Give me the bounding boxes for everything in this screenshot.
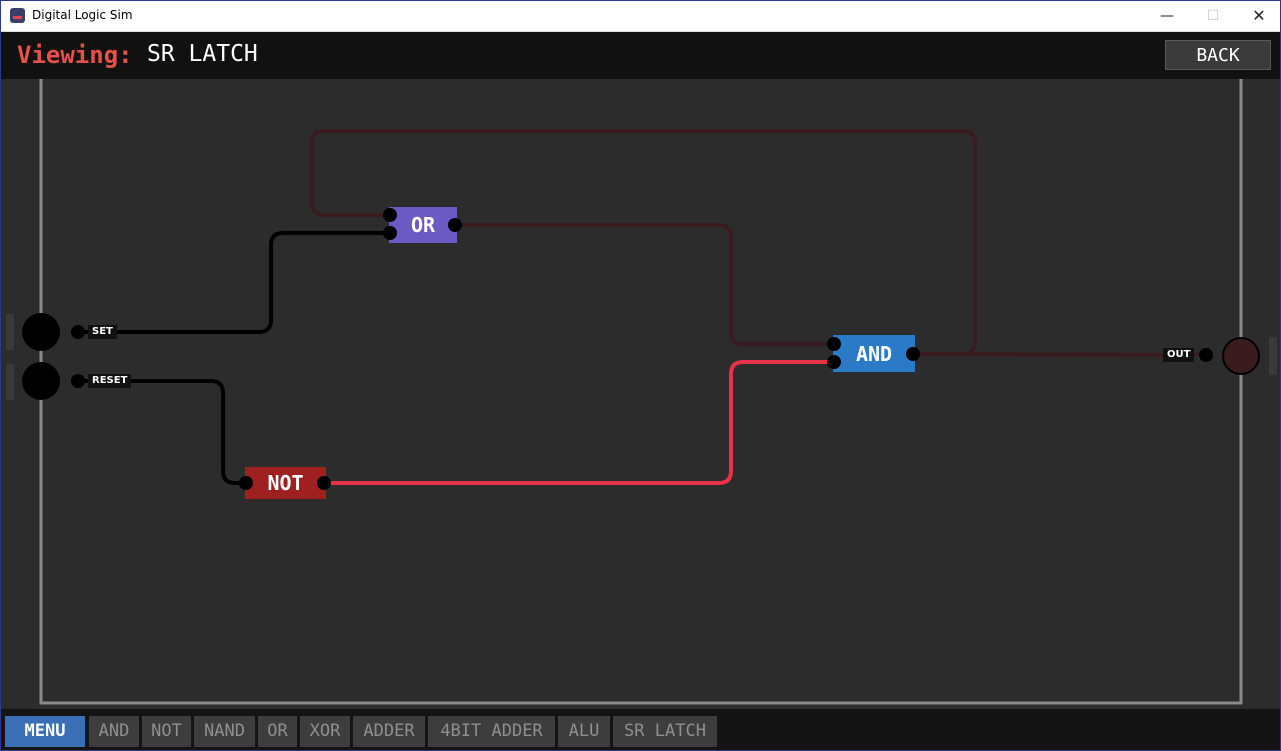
chip-button-nand[interactable]: NAND xyxy=(194,716,255,747)
output-scroll-handle[interactable] xyxy=(1269,337,1277,375)
circuit-workspace[interactable]: OR NOT AND SET RESET OUT xyxy=(1,79,1280,709)
circuit-canvas xyxy=(6,79,1277,705)
chip-button-4bit-adder[interactable]: 4BIT ADDER xyxy=(428,716,555,747)
chip-button-and[interactable]: AND xyxy=(89,716,139,747)
view-header: Viewing: SR LATCH BACK xyxy=(1,32,1280,79)
maximize-icon[interactable]: ☐ xyxy=(1206,8,1220,24)
close-icon[interactable]: ✕ xyxy=(1252,6,1266,25)
chip-button-not[interactable]: NOT xyxy=(142,716,191,747)
input-scroll-handle-2[interactable] xyxy=(6,364,14,400)
and-input-pin-2[interactable] xyxy=(827,355,841,369)
or-to-and-wire[interactable] xyxy=(454,223,836,346)
chip-button-or[interactable]: OR xyxy=(258,716,297,747)
input-pin-set[interactable] xyxy=(71,325,85,339)
or-output-pin[interactable] xyxy=(448,218,462,232)
and-gate-label: AND xyxy=(855,342,893,366)
output-node[interactable] xyxy=(1222,337,1260,375)
input-node-set[interactable] xyxy=(22,313,60,351)
or-gate-label: OR xyxy=(410,213,436,237)
set-to-or-wire[interactable] xyxy=(77,231,392,334)
reset-to-not-wire[interactable] xyxy=(77,379,248,485)
output-pin[interactable] xyxy=(1199,348,1213,362)
minimize-icon[interactable]: — xyxy=(1160,8,1174,24)
chip-name: SR LATCH xyxy=(147,41,258,67)
and-gate[interactable] xyxy=(833,335,915,372)
input-pin-reset[interactable] xyxy=(71,374,85,388)
chip-button-sr-latch[interactable]: SR LATCH xyxy=(613,716,717,747)
menu-button[interactable]: MENU xyxy=(5,716,85,747)
chip-button-xor[interactable]: XOR xyxy=(300,716,350,747)
input-label-set[interactable]: SET xyxy=(88,325,117,339)
and-input-pin-1[interactable] xyxy=(827,337,841,351)
app-icon xyxy=(10,8,25,23)
input-node-reset[interactable] xyxy=(22,362,60,400)
or-gate[interactable] xyxy=(389,207,457,243)
output-label[interactable]: OUT xyxy=(1163,348,1195,362)
window-title: Digital Logic Sim xyxy=(32,8,133,22)
not-gate-label: NOT xyxy=(267,471,304,495)
bottom-menu-bar: MENU AND NOT NAND OR XOR ADDER 4BIT ADDE… xyxy=(1,709,1280,750)
or-input-pin-1[interactable] xyxy=(383,208,397,222)
not-gate[interactable] xyxy=(245,467,326,499)
not-output-pin[interactable] xyxy=(317,476,331,490)
not-to-and-wire[interactable] xyxy=(322,360,836,485)
input-scroll-handle-1[interactable] xyxy=(6,314,14,350)
or-input-pin-2[interactable] xyxy=(383,226,397,240)
input-label-reset[interactable]: RESET xyxy=(88,374,132,388)
back-button[interactable]: BACK xyxy=(1165,40,1271,70)
title-bar: Digital Logic Sim — ☐ ✕ xyxy=(1,1,1280,32)
and-to-out-wire[interactable] xyxy=(911,352,1209,357)
viewing-label: Viewing: xyxy=(17,41,133,69)
and-output-pin[interactable] xyxy=(906,347,920,361)
not-input-pin[interactable] xyxy=(239,476,253,490)
chip-button-alu[interactable]: ALU xyxy=(558,716,610,747)
feedback-wire[interactable] xyxy=(310,129,977,356)
chip-button-adder[interactable]: ADDER xyxy=(353,716,425,747)
